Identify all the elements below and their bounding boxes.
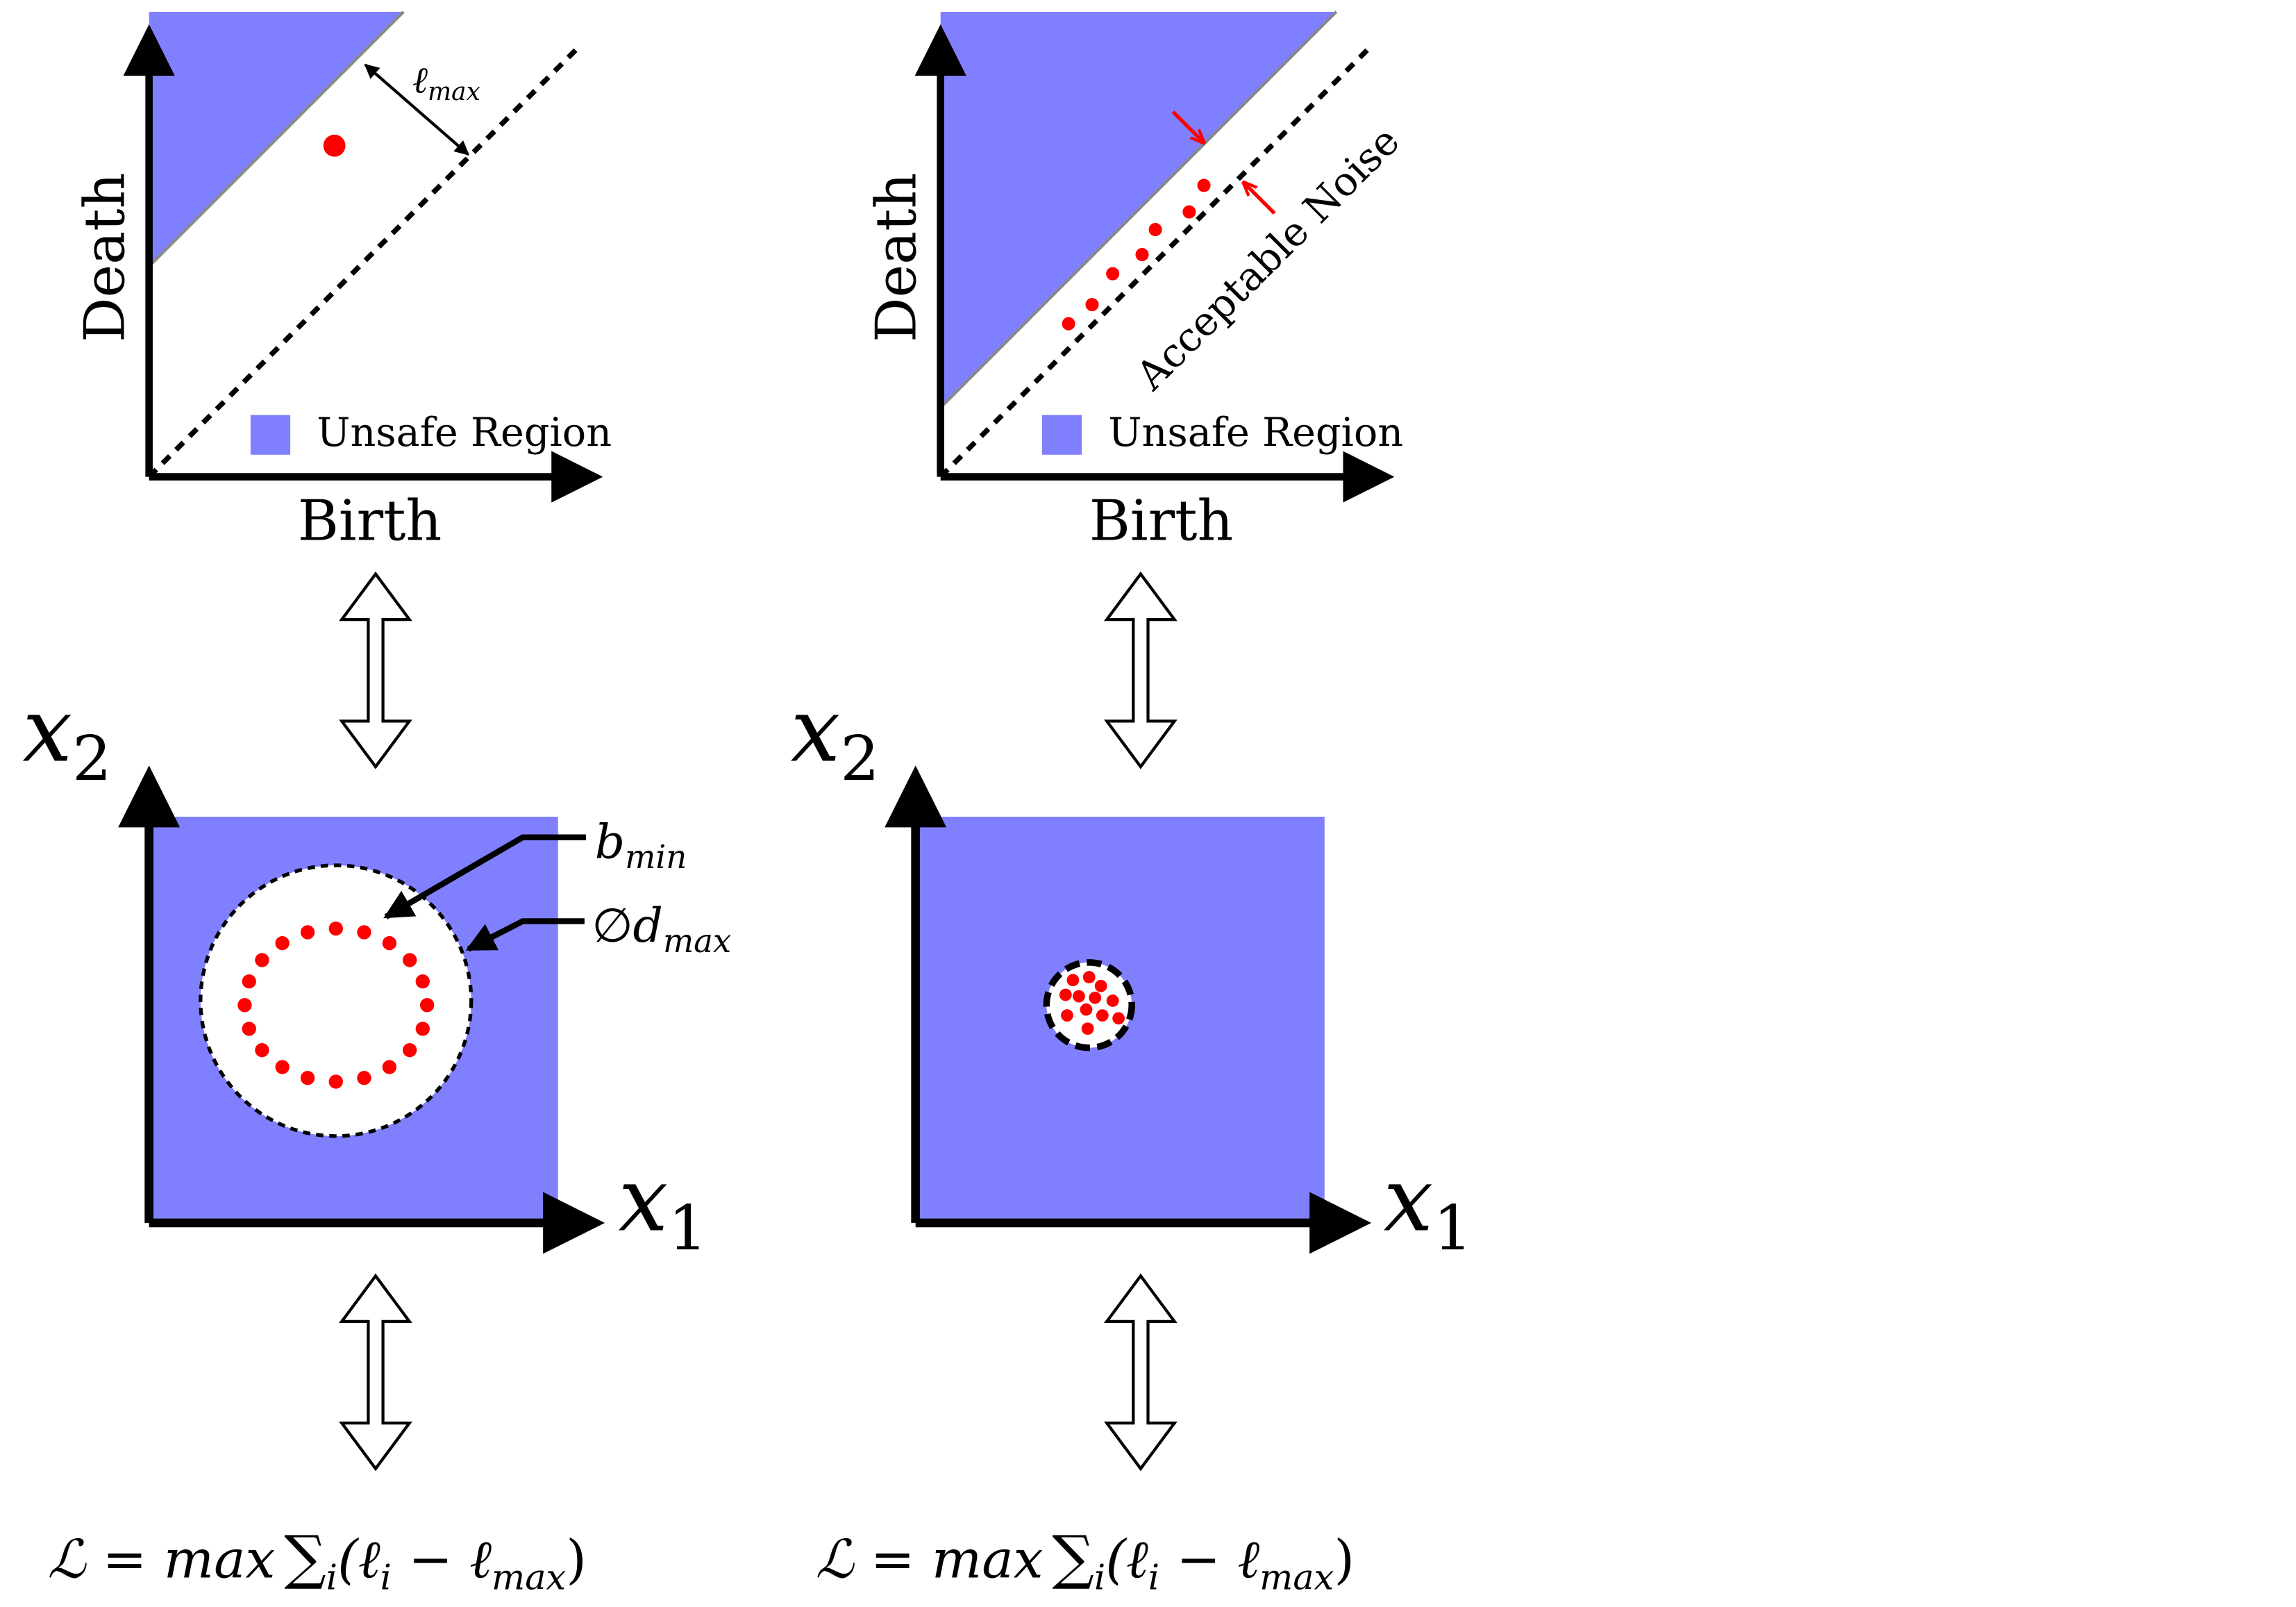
right-cluster-point (1073, 990, 1085, 1003)
right-cluster-point (1081, 1022, 1094, 1035)
right-legend-label: Unsafe Region (1108, 410, 1403, 456)
left-ring-point (382, 935, 397, 951)
right-cluster-point (1106, 994, 1119, 1007)
right-persistence-diagram: Acceptable Noise Death Birth Unsafe Regi… (864, 10, 1409, 553)
left-persistence-diagram: ℓmax Death Birth Unsafe Region (72, 10, 612, 553)
left-ring-point (242, 1022, 256, 1036)
dmax-leader (465, 918, 585, 952)
right-pd-point (1197, 178, 1211, 192)
left-ring-point (255, 1042, 269, 1058)
right-state-space: x2 x1 (791, 679, 1473, 1265)
right-cluster-point (1089, 991, 1102, 1004)
left-legend-swatch (250, 415, 291, 455)
left-ylabel: Death (72, 173, 137, 342)
left-unsafe-edge (148, 10, 405, 268)
left-ring-point (237, 998, 252, 1013)
right-pd-point (1062, 317, 1075, 331)
right-diagonal (939, 47, 1371, 479)
right-cluster-points (1059, 971, 1125, 1035)
left-ring-point (419, 998, 435, 1013)
lmax-label: ℓmax (412, 60, 480, 107)
left-ring-point (357, 925, 371, 940)
right-cluster-point (1112, 1012, 1125, 1025)
right-lower-equiv-arrow (1103, 1273, 1178, 1472)
left-ring-point (402, 1042, 417, 1058)
left-ring-point (357, 1071, 371, 1085)
right-pd-point (1135, 248, 1149, 262)
right-pd-point (1085, 298, 1099, 312)
left-x2-label: x2 (22, 679, 111, 795)
left-ring-point (300, 1071, 315, 1085)
right-unsafe-edge (939, 10, 1338, 409)
equivalence-arrows (339, 571, 1178, 1472)
left-ring-point (328, 1074, 343, 1089)
left-xlabel: Birth (298, 488, 442, 553)
right-x2-label: x2 (791, 679, 880, 795)
right-pd-point (1106, 267, 1120, 281)
left-safe-disk (199, 863, 474, 1138)
right-pd-point (1182, 205, 1196, 219)
left-ring-point (415, 1022, 430, 1036)
right-legend-swatch (1041, 415, 1082, 455)
left-loss-formula: ℒ = max∑i(ℓi − ℓmax) (47, 1523, 587, 1598)
right-cluster-point (1082, 971, 1096, 983)
left-ring-point (242, 974, 256, 989)
left-ring-point (328, 921, 343, 936)
left-ring-point (255, 953, 269, 967)
right-cluster-point (1094, 979, 1107, 992)
right-upper-equiv-arrow (1103, 571, 1178, 769)
left-ring-points (237, 921, 435, 1089)
left-x1-label: x1 (619, 1149, 707, 1265)
right-x1-label: x1 (1384, 1149, 1473, 1265)
bmin-leader (383, 834, 587, 919)
left-lower-equiv-arrow (339, 1273, 412, 1472)
right-noise-arrow-upper (1171, 110, 1205, 143)
dmax-label: ∅dmax (592, 898, 732, 960)
left-ring-point (415, 974, 430, 989)
right-cluster-point (1061, 1009, 1073, 1022)
left-legend-label: Unsafe Region (317, 410, 612, 456)
left-ring-point (382, 1060, 397, 1074)
right-loss-formula: ℒ = max∑i(ℓi − ℓmax) (816, 1523, 1355, 1598)
left-ring-point (402, 953, 417, 967)
right-cluster-point (1096, 1009, 1109, 1022)
right-xlabel: Birth (1089, 488, 1234, 553)
left-ring-point (275, 935, 290, 951)
right-ylabel: Death (864, 173, 929, 342)
bmin-label: bmin (595, 814, 687, 876)
right-pd-points (1062, 178, 1211, 331)
left-upper-equiv-arrow (339, 571, 412, 769)
left-ring-point (275, 1060, 290, 1074)
right-pd-point (1148, 223, 1162, 237)
left-state-space: x2 x1 bmin ∅dmax (22, 679, 731, 1265)
right-noise-arrow-lower (1243, 183, 1276, 215)
right-cluster-point (1059, 988, 1072, 1001)
right-cluster-point (1080, 1003, 1093, 1016)
left-ring-point (300, 925, 315, 940)
left-pd-point (323, 134, 346, 157)
left-diagonal (147, 47, 579, 479)
lmax-arrow (364, 63, 470, 156)
right-cluster-point (1066, 974, 1080, 987)
